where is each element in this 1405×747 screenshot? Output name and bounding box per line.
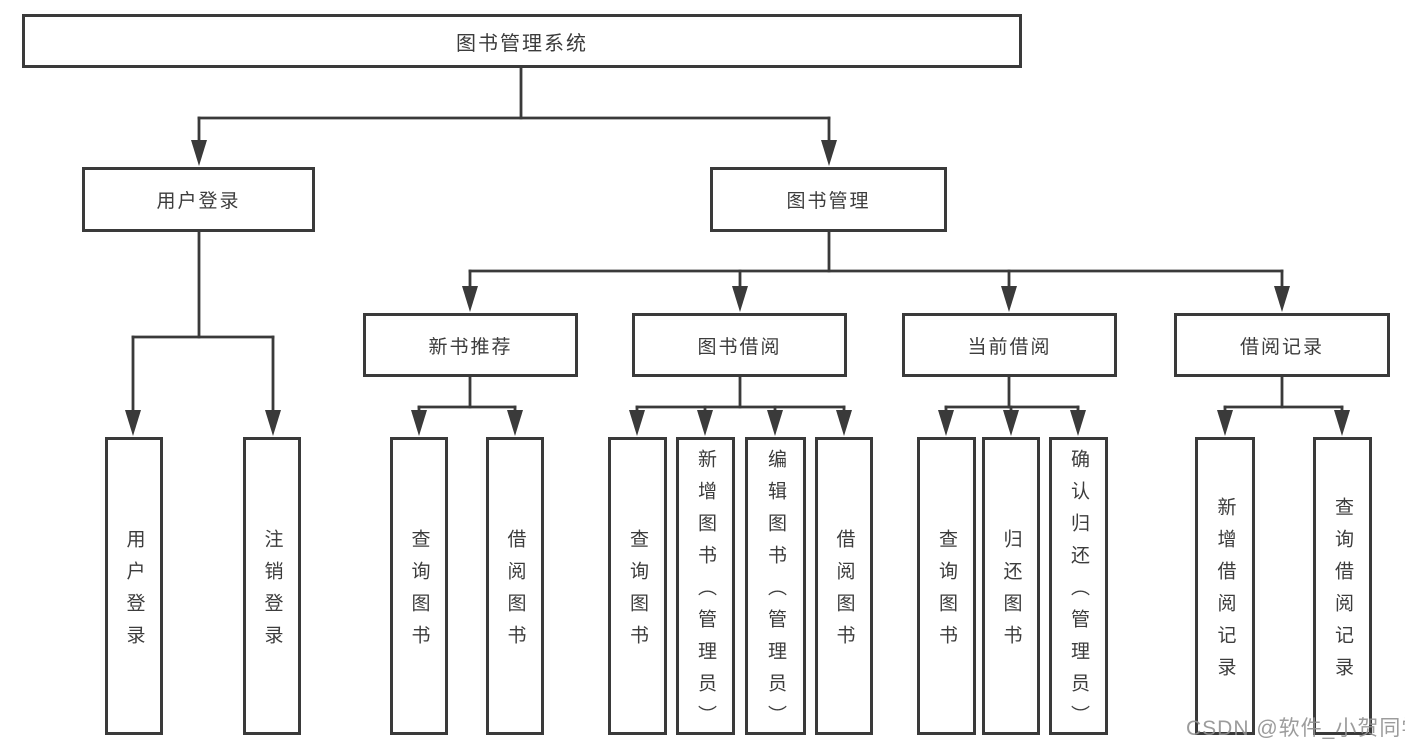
leaf-return-book: 归还图书 — [982, 437, 1040, 735]
leaf-borrow-books-recommend-label: 借阅图书 — [504, 528, 526, 657]
leaf-query-books-recommend-label: 查询图书 — [408, 528, 430, 657]
leaf-query-books-borrow-label: 查询图书 — [627, 528, 648, 657]
leaf-add-book-admin: 新增图书（管理员） — [676, 437, 735, 737]
node-borrow-records: 借阅记录 — [1174, 313, 1390, 377]
leaf-confirm-return-admin: 确认归还（管理员） — [1049, 437, 1108, 737]
node-book-management-label: 图书管理 — [786, 191, 871, 212]
leaf-query-books-current: 查询图书 — [917, 437, 976, 735]
leaf-return-book-label: 归还图书 — [1000, 528, 1022, 657]
node-new-book-recommend-label: 新书推荐 — [428, 336, 513, 358]
node-book-borrow: 图书借阅 — [632, 313, 847, 377]
leaf-user-login: 用户登录 — [105, 437, 163, 735]
node-root: 图书管理系统 — [22, 14, 1022, 68]
node-current-borrow: 当前借阅 — [902, 313, 1117, 377]
leaf-query-borrow-record: 查询借阅记录 — [1313, 437, 1372, 735]
leaf-add-borrow-record-label: 新增借阅记录 — [1214, 496, 1236, 689]
leaf-edit-book-admin-label: 编辑图书（管理员） — [765, 448, 786, 737]
node-book-management: 图书管理 — [710, 167, 947, 232]
leaf-borrow-books: 借阅图书 — [815, 437, 873, 735]
node-book-borrow-label: 图书借阅 — [697, 336, 782, 358]
leaf-borrow-books-label: 借阅图书 — [833, 528, 855, 657]
leaf-query-books-current-label: 查询图书 — [936, 528, 957, 657]
node-user-login-label: 用户登录 — [156, 191, 241, 212]
node-borrow-records-label: 借阅记录 — [1239, 336, 1324, 358]
node-root-label: 图书管理系统 — [456, 32, 588, 55]
csdn-watermark: CSDN @软件_小贺同学 — [1186, 717, 1405, 740]
leaf-confirm-return-admin-label: 确认归还（管理员） — [1068, 448, 1089, 737]
node-current-borrow-label: 当前借阅 — [967, 336, 1052, 358]
leaf-query-books-recommend: 查询图书 — [390, 437, 448, 735]
leaf-add-book-admin-label: 新增图书（管理员） — [695, 448, 716, 737]
leaf-query-books-borrow: 查询图书 — [608, 437, 667, 735]
node-new-book-recommend: 新书推荐 — [363, 313, 578, 377]
leaf-user-login-label: 用户登录 — [123, 528, 145, 657]
node-user-login: 用户登录 — [82, 167, 315, 232]
leaf-borrow-books-recommend: 借阅图书 — [486, 437, 544, 735]
leaf-edit-book-admin: 编辑图书（管理员） — [745, 437, 806, 737]
leaf-query-borrow-record-label: 查询借阅记录 — [1332, 496, 1353, 689]
leaf-logout-label: 注销登录 — [261, 528, 283, 657]
leaf-logout: 注销登录 — [243, 437, 301, 735]
leaf-add-borrow-record: 新增借阅记录 — [1195, 437, 1255, 735]
